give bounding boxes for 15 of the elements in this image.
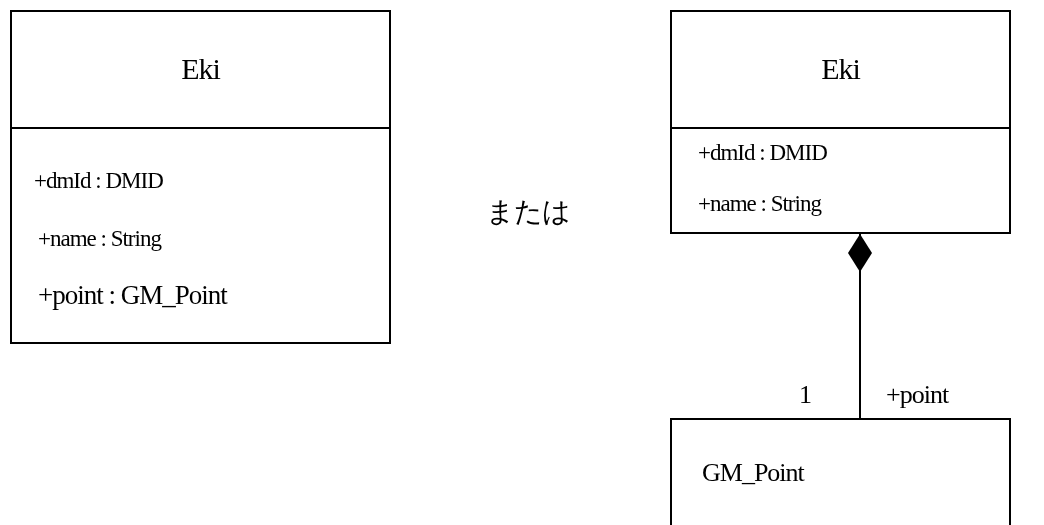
class-box bbox=[670, 10, 1011, 234]
class-box bbox=[10, 10, 391, 344]
composition-line bbox=[848, 233, 872, 419]
attribute-text: +point : GM_Point bbox=[38, 280, 227, 311]
role-label: +point bbox=[886, 380, 949, 410]
class-name: Eki bbox=[820, 52, 862, 86]
attribute-text: +name : String bbox=[38, 226, 161, 252]
attribute-text: +name : String bbox=[698, 191, 821, 217]
class-name: GM_Point bbox=[702, 458, 804, 488]
class-box bbox=[670, 418, 1011, 525]
attribute-text: +dmId : DMID bbox=[698, 140, 827, 166]
multiplicity-label: 1 bbox=[799, 380, 811, 410]
class-name: Eki bbox=[180, 52, 222, 86]
connector-text: または bbox=[486, 195, 570, 229]
attribute-text: +dmId : DMID bbox=[34, 168, 163, 194]
